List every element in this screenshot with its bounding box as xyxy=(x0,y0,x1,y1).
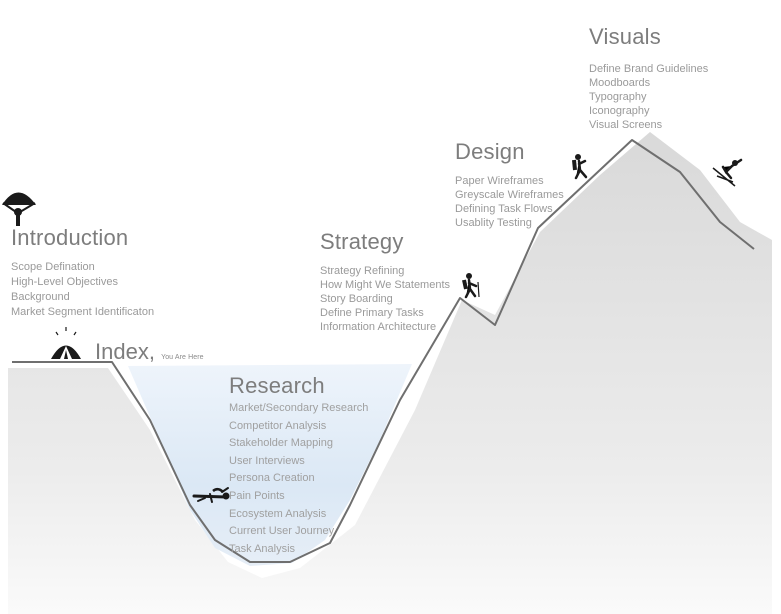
list-item: Define Brand Guidelines xyxy=(589,63,709,75)
design-title: Design xyxy=(455,139,525,164)
list-item: Typography xyxy=(589,91,647,103)
terrain xyxy=(8,132,772,614)
list-item: Ecosystem Analysis xyxy=(229,507,327,520)
list-item: Pain Points xyxy=(229,489,285,502)
journey-path xyxy=(12,139,755,563)
parachute-icon xyxy=(2,192,36,226)
list-item: Market Segment Identificaton xyxy=(11,306,155,318)
introduction-title: Introduction xyxy=(11,225,129,250)
section-introduction: Introduction Scope Defination High-Level… xyxy=(11,225,154,320)
list-item: Task Analysis xyxy=(229,542,296,555)
section-design: Design Paper Wireframes Greyscale Wirefr… xyxy=(455,139,564,230)
skier-icon xyxy=(712,158,743,187)
list-item: How Might We Statements xyxy=(320,279,451,291)
list-item: Define Primary Tasks xyxy=(320,307,424,319)
camp-tent-icon xyxy=(51,327,81,359)
design-list: Paper Wireframes Greyscale Wireframes De… xyxy=(455,174,564,230)
list-item: Background xyxy=(11,291,70,303)
list-item: Scope Defination xyxy=(11,261,95,273)
visuals-list: Define Brand Guidelines Moodboards Typog… xyxy=(589,62,708,132)
list-item: Paper Wireframes xyxy=(455,175,544,187)
list-item: Information Architecture xyxy=(320,321,437,333)
strategy-title: Strategy xyxy=(320,229,404,254)
index-title: Index, xyxy=(95,339,155,364)
list-item: Stakeholder Mapping xyxy=(229,437,333,450)
research-title: Research xyxy=(229,373,325,398)
hiker-icon xyxy=(462,273,480,299)
list-item: Iconography xyxy=(589,105,650,117)
list-item: Defining Task Flows xyxy=(455,203,553,215)
section-strategy: Strategy Strategy Refining How Might We … xyxy=(320,229,450,334)
list-item: Current User Journey xyxy=(229,525,335,538)
list-item: High-Level Objectives xyxy=(11,276,118,288)
list-item: Moodboards xyxy=(589,77,651,89)
index-label: Index, You Are Here xyxy=(95,339,204,365)
diver-icon xyxy=(192,487,230,503)
list-item: Story Boarding xyxy=(320,293,393,305)
list-item: Market/Secondary Research xyxy=(229,402,369,414)
water-pool xyxy=(128,364,412,566)
section-visuals: Visuals Define Brand Guidelines Moodboar… xyxy=(589,24,708,132)
visuals-title: Visuals xyxy=(589,24,661,49)
list-item: Competitor Analysis xyxy=(229,419,327,432)
list-item: Persona Creation xyxy=(229,472,315,485)
introduction-list: Scope Defination High-Level Objectives B… xyxy=(11,260,154,320)
research-list: Market/Secondary Research Competitor Ana… xyxy=(229,400,368,558)
list-item: Greyscale Wireframes xyxy=(455,189,564,201)
list-item: User Interviews xyxy=(229,454,305,467)
strategy-list: Strategy Refining How Might We Statement… xyxy=(320,264,450,334)
section-research: Research Market/Secondary Research Compe… xyxy=(229,373,368,558)
list-item: Usablity Testing xyxy=(455,217,532,229)
list-item: Strategy Refining xyxy=(320,265,405,277)
climber-icon xyxy=(572,154,588,180)
list-item: Visual Screens xyxy=(589,119,663,131)
you-are-here-label: You Are Here xyxy=(161,354,204,361)
